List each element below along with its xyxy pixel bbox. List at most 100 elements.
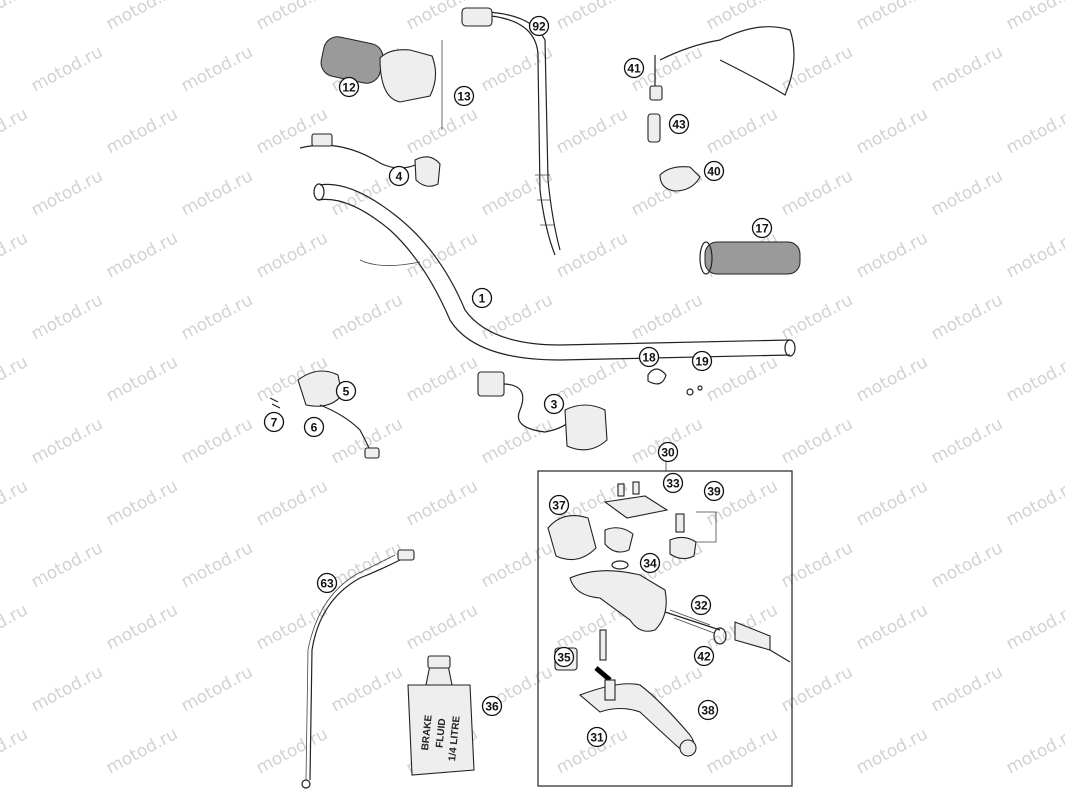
left-grip bbox=[699, 241, 801, 275]
callout-number: 13 bbox=[457, 90, 471, 104]
callout-35: 35 bbox=[553, 646, 575, 668]
callout-circle bbox=[338, 76, 360, 98]
callout-63: 63 bbox=[316, 572, 338, 594]
callout-number: 18 bbox=[642, 351, 656, 365]
brake-lever bbox=[578, 679, 697, 757]
callout-circle bbox=[703, 480, 725, 502]
callout-circle bbox=[553, 646, 575, 668]
callout-circle bbox=[548, 494, 570, 516]
callout-circle bbox=[335, 380, 357, 402]
callout-circle bbox=[586, 726, 608, 748]
callout-number: 31 bbox=[590, 731, 604, 745]
callout-number: 35 bbox=[557, 651, 571, 665]
callout-circle bbox=[388, 165, 410, 187]
callout-34: 34 bbox=[639, 552, 661, 574]
callout-number: 37 bbox=[552, 499, 566, 513]
brake-assembly-frame bbox=[537, 470, 793, 787]
callout-number: 34 bbox=[643, 557, 657, 571]
callout-circle bbox=[263, 411, 285, 433]
callout-39: 39 bbox=[703, 480, 725, 502]
callout-circle bbox=[691, 350, 713, 372]
callout-40: 40 bbox=[703, 160, 725, 182]
pointer-arrow-icon bbox=[594, 666, 612, 682]
callout-number: 92 bbox=[532, 20, 546, 34]
callout-circle bbox=[751, 217, 773, 239]
master-cylinder bbox=[569, 560, 791, 663]
callout-number: 40 bbox=[707, 165, 721, 179]
callout-circle bbox=[528, 15, 550, 37]
callout-92: 92 bbox=[528, 15, 550, 37]
callout-circle bbox=[697, 699, 719, 721]
reservoir-cover bbox=[603, 481, 669, 519]
bottle-label-line: 1/4 LITRE bbox=[447, 715, 463, 762]
callout-13: 13 bbox=[453, 85, 475, 107]
callout-3: 3 bbox=[543, 393, 565, 415]
callout-number: 17 bbox=[755, 222, 769, 236]
callout-circle bbox=[471, 287, 493, 309]
switch-5-6-7 bbox=[269, 370, 380, 459]
callout-circle bbox=[639, 552, 661, 574]
callout-number: 7 bbox=[271, 416, 278, 430]
callout-number: 42 bbox=[697, 650, 711, 664]
callout-43: 43 bbox=[668, 113, 690, 135]
callout-circle bbox=[703, 160, 725, 182]
callout-6: 6 bbox=[303, 416, 325, 438]
callout-37: 37 bbox=[548, 494, 570, 516]
hot-start-cable bbox=[301, 549, 415, 789]
callout-4: 4 bbox=[388, 165, 410, 187]
callout-number: 41 bbox=[627, 62, 641, 76]
part-40 bbox=[659, 166, 701, 192]
callout-7: 7 bbox=[263, 411, 285, 433]
callout-31: 31 bbox=[586, 726, 608, 748]
callout-5: 5 bbox=[335, 380, 357, 402]
callout-19: 19 bbox=[691, 350, 713, 372]
callout-1: 1 bbox=[471, 287, 493, 309]
callout-17: 17 bbox=[751, 217, 773, 239]
callout-number: 4 bbox=[396, 170, 403, 184]
callout-number: 19 bbox=[695, 355, 709, 369]
callout-number: 30 bbox=[661, 446, 675, 460]
callout-18: 18 bbox=[638, 346, 660, 368]
callout-circle bbox=[657, 441, 679, 463]
mirror bbox=[649, 26, 795, 101]
clamp-37 bbox=[547, 515, 634, 561]
callout-number: 6 bbox=[311, 421, 318, 435]
callout-number: 36 bbox=[485, 700, 499, 714]
callout-36: 36 bbox=[481, 695, 503, 717]
switch-4 bbox=[299, 133, 441, 187]
callout-32: 32 bbox=[690, 594, 712, 616]
bottle-label-line: BRAKE bbox=[420, 714, 435, 751]
bottle-label-line: FLUID bbox=[434, 718, 448, 748]
brake-fluid-bottle bbox=[407, 655, 475, 776]
callout-number: 39 bbox=[707, 485, 721, 499]
callout-circle bbox=[453, 85, 475, 107]
clip-18-19 bbox=[647, 368, 703, 396]
callout-circle bbox=[638, 346, 660, 368]
part-43 bbox=[647, 113, 661, 143]
callout-12: 12 bbox=[338, 76, 360, 98]
throttle-cables bbox=[461, 7, 561, 256]
callout-42: 42 bbox=[693, 645, 715, 667]
callout-number: 32 bbox=[694, 599, 708, 613]
callout-circle bbox=[481, 695, 503, 717]
callout-number: 1 bbox=[479, 292, 486, 306]
callout-number: 3 bbox=[551, 398, 558, 412]
callout-circle bbox=[662, 472, 684, 494]
callout-circle bbox=[668, 113, 690, 135]
callout-circle bbox=[623, 57, 645, 79]
screws-39 bbox=[669, 511, 717, 560]
switch-3 bbox=[477, 371, 608, 451]
callout-circle bbox=[303, 416, 325, 438]
callout-number: 38 bbox=[701, 704, 715, 718]
callout-circle bbox=[690, 594, 712, 616]
callout-number: 43 bbox=[672, 118, 686, 132]
callout-number: 5 bbox=[343, 385, 350, 399]
callout-number: 33 bbox=[666, 477, 680, 491]
callout-circle bbox=[543, 393, 565, 415]
callout-circle bbox=[316, 572, 338, 594]
callout-30: 30 bbox=[657, 441, 679, 463]
callout-number: 63 bbox=[320, 577, 334, 591]
